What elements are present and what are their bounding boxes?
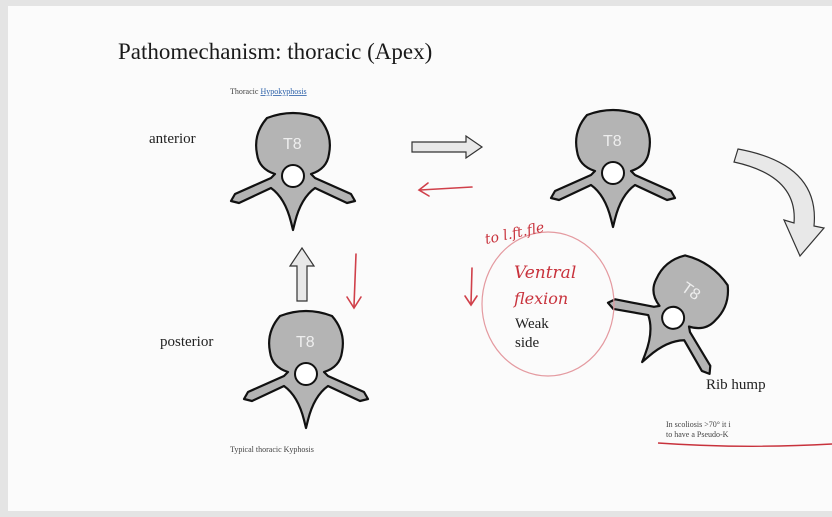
rib-hump-label: Rib hump <box>706 377 766 393</box>
diagram-canvas: Pathomechanism: thoracic (Apex) Thoracic… <box>8 6 832 511</box>
note-underline <box>658 443 832 446</box>
weak-side-label-2: side <box>515 335 540 351</box>
top-caption-prefix: Thoracic <box>230 87 260 96</box>
vertebral-foramen <box>602 162 624 184</box>
red-arrow-down-icon <box>347 254 361 308</box>
vertebral-foramen <box>282 165 304 187</box>
handwriting-line2: Ventral <box>514 263 576 283</box>
vertebral-foramen <box>295 363 317 385</box>
arrow-up-icon <box>290 248 314 301</box>
vertebra-anterior: T8 <box>231 113 355 230</box>
note-line1: In scoliosis >70° it i <box>666 420 731 429</box>
diagram-page: Pathomechanism: thoracic (Apex) Thoracic… <box>8 6 832 511</box>
vertebra-label: T8 <box>283 136 302 153</box>
top-caption: Thoracic Hypokyphosis <box>230 87 307 96</box>
red-arrow-down-small-icon <box>465 268 477 305</box>
anterior-label: anterior <box>149 131 196 147</box>
weak-side-label-1: Weak <box>515 316 549 332</box>
bottom-caption: Typical thoracic Kyphosis <box>230 445 314 454</box>
arrow-right-icon <box>412 136 482 158</box>
vertebra-rotated: T8 <box>551 110 675 227</box>
handwriting-line1: to l.ft.fle <box>484 220 546 248</box>
note-line2: to have a Pseudo-K <box>666 430 729 439</box>
posterior-label: posterior <box>160 334 213 350</box>
red-arrow-left-icon <box>419 183 472 196</box>
page-title: Pathomechanism: thoracic (Apex) <box>118 39 432 64</box>
vertebra-label: T8 <box>603 133 622 150</box>
curved-arrow-icon <box>734 149 824 256</box>
vertebra-posterior: T8 <box>244 311 368 428</box>
top-caption-link: Hypokyphosis <box>260 87 306 96</box>
vertebra-label: T8 <box>296 334 315 351</box>
handwriting-line3: flexion <box>513 289 568 308</box>
vertebra-rib-hump: T8 <box>591 231 760 398</box>
